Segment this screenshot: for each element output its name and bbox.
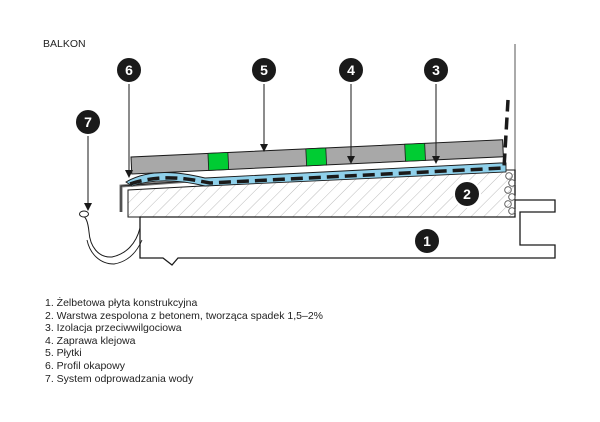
legend: 1. Żelbetowa płyta konstrukcyjna 2. Wars… <box>45 297 323 385</box>
callout-lines <box>87 84 437 205</box>
marker-5: 5 <box>250 56 278 84</box>
marker-circle <box>337 56 365 84</box>
arrowhead-7 <box>84 203 92 211</box>
marker-circle <box>74 108 102 136</box>
marker-3: 3 <box>422 56 450 84</box>
arrowhead-6 <box>125 170 133 178</box>
legend-item: 3. Izolacja przeciwwilgociowa <box>45 322 182 335</box>
arrowhead-3 <box>432 156 440 164</box>
marker-circle <box>115 56 143 84</box>
marker-7: 7 <box>74 108 102 136</box>
marker-4: 4 <box>337 56 365 84</box>
drainage-drip <box>80 214 141 258</box>
legend-item: 4. Zaprawa klejowa <box>45 334 136 347</box>
marker-number: 4 <box>347 62 355 78</box>
marker-1: 1 <box>413 227 441 255</box>
tile-joint <box>207 152 230 171</box>
marker-number: 3 <box>432 62 440 78</box>
drainage-drop <box>79 210 89 218</box>
legend-item: 6. Profil okapowy <box>45 359 125 372</box>
marker-2: 2 <box>453 180 481 208</box>
marker-number: 2 <box>463 186 471 202</box>
marker-circle <box>422 56 450 84</box>
legend-item: 5. Płytki <box>45 347 82 360</box>
legend-item: 7. System odprowadzania wody <box>45 372 194 385</box>
arrowhead-5 <box>260 144 268 152</box>
legend-item: 2. Warstwa zespolona z betonem, tworząca… <box>45 309 324 322</box>
marker-number: 7 <box>84 114 92 130</box>
marker-circle <box>413 227 441 255</box>
arrowhead-4 <box>347 156 355 164</box>
structural-slab <box>139 199 556 266</box>
tile-joint <box>305 147 327 167</box>
diagram-title: BALKON <box>43 38 86 50</box>
tile-layer <box>130 139 504 175</box>
marker-number: 5 <box>260 62 268 78</box>
wall-plaster <box>504 172 516 215</box>
marker-number: 1 <box>423 233 431 249</box>
drip-edge-profile-outline <box>120 180 191 212</box>
marker-6: 6 <box>115 56 143 84</box>
tile-joint <box>404 142 426 162</box>
adhesive-mortar <box>129 99 510 186</box>
marker-circle <box>453 180 481 208</box>
drainage-drip-inner <box>86 239 143 265</box>
marker-circle <box>250 56 278 84</box>
legend-item: 1. Żelbetowa płyta konstrukcyjna <box>45 297 198 309</box>
marker-number: 6 <box>125 62 133 78</box>
callout-arrowheads <box>84 144 440 211</box>
